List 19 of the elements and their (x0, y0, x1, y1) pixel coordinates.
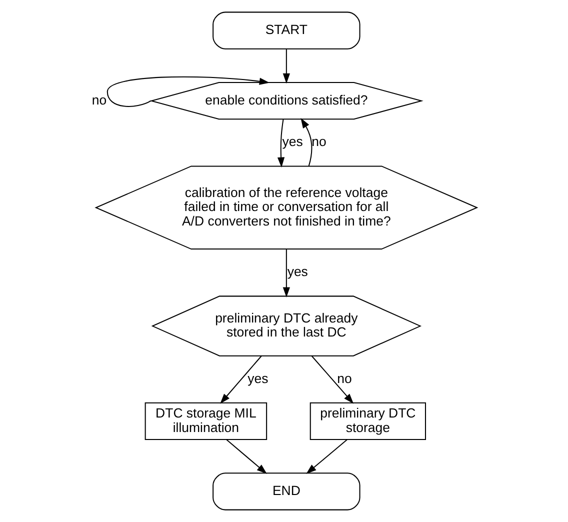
arrow (306, 439, 348, 474)
edge-label: yes (287, 264, 308, 280)
arrow (226, 439, 267, 474)
arrow (300, 118, 312, 166)
node-box: DTC storage MIL illumination (144, 402, 268, 440)
arrow (311, 356, 354, 404)
edge-label: yes (282, 134, 303, 150)
arrow (277, 119, 285, 168)
edge-label: yes (248, 370, 268, 386)
edge-label: no (337, 370, 352, 386)
arrow (106, 76, 270, 107)
node-box: END (212, 472, 360, 510)
node-box: preliminary DTC storage (310, 402, 426, 440)
node-box: START (212, 12, 360, 50)
edge-label: no (312, 134, 326, 150)
arrow (282, 249, 290, 298)
arrow (282, 49, 290, 84)
arrow (220, 356, 262, 404)
edge-label: no (92, 92, 107, 108)
